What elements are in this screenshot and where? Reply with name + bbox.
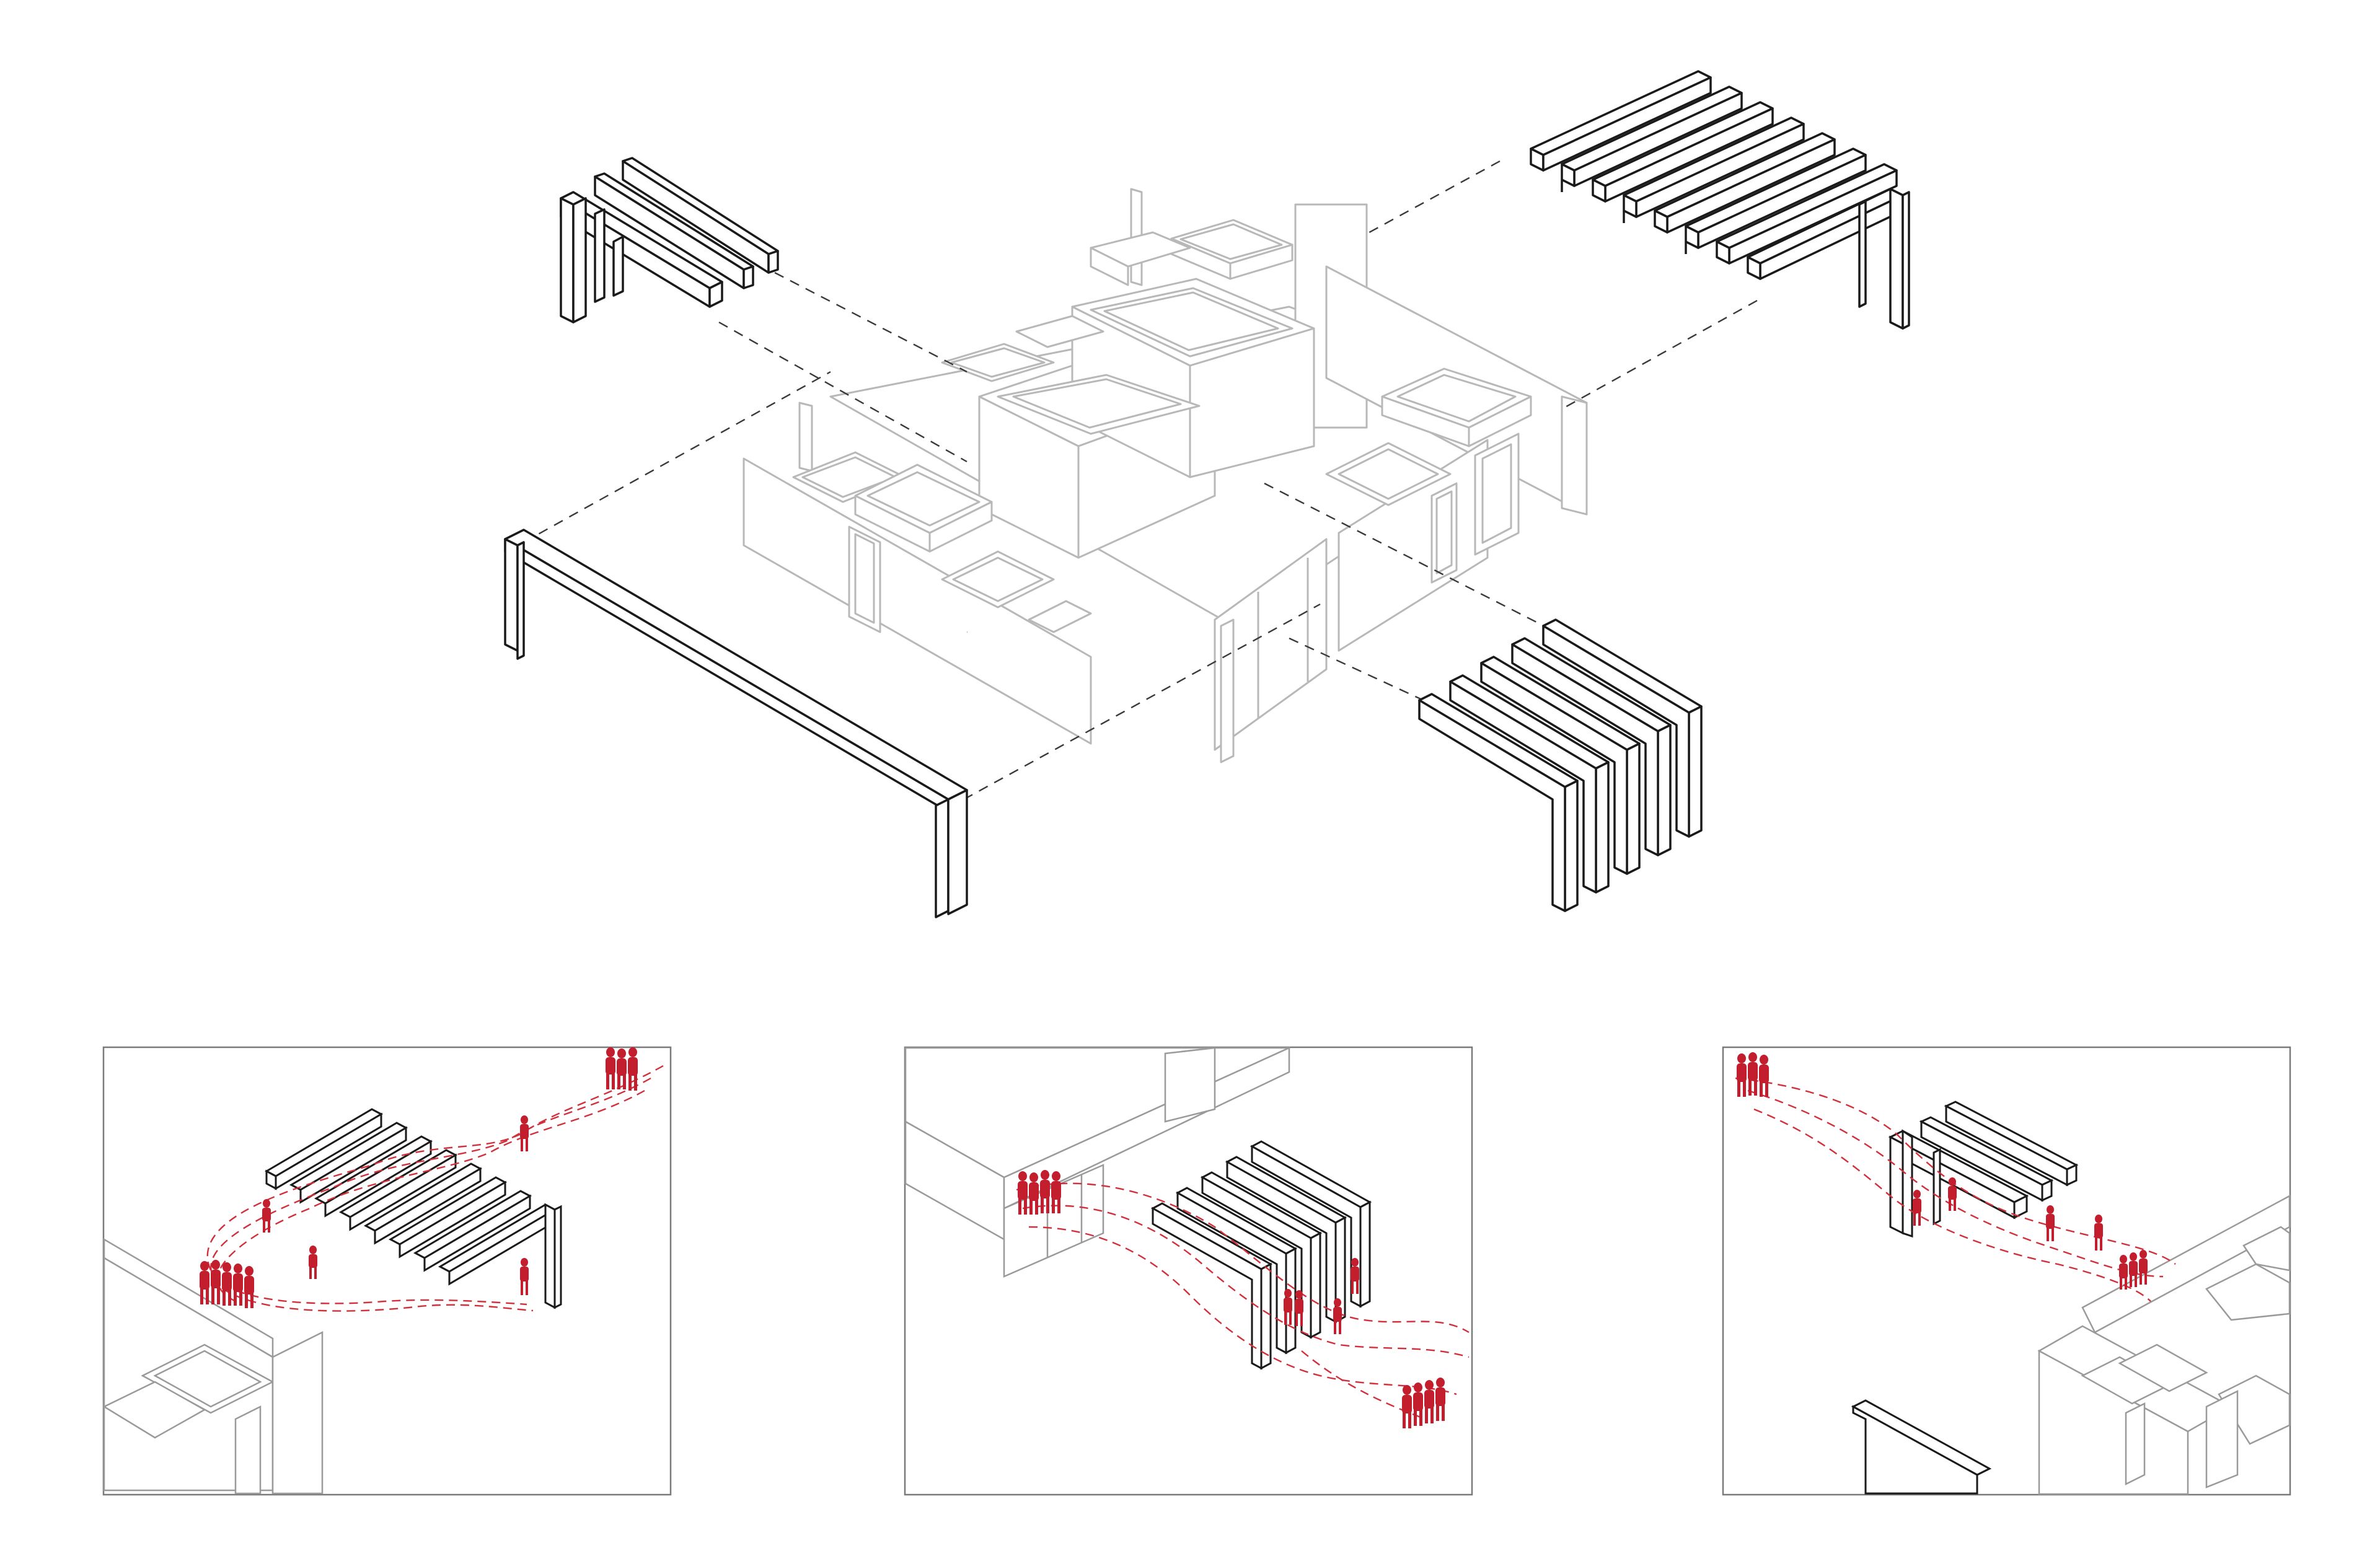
slat: [1623, 116, 1805, 218]
connector-line: [718, 321, 967, 463]
person: [520, 1258, 529, 1295]
panel-building: [904, 1047, 1290, 1278]
slat-underside: [1561, 180, 1687, 254]
skylight: [854, 464, 993, 553]
movement-path: [1022, 1205, 1470, 1358]
connector-line: [1264, 482, 1569, 640]
people-group: [2119, 1250, 2148, 1290]
skylight: [1015, 315, 1104, 348]
person: [1333, 1298, 1342, 1334]
canopy-beam: [594, 172, 754, 289]
person: [262, 1199, 271, 1233]
panel-bottom-frame: [1851, 1399, 1992, 1495]
skylight: [1090, 231, 1191, 286]
connector-line: [1363, 160, 1501, 237]
people-group: [1284, 1289, 1303, 1326]
canopy-l-frame: [1747, 188, 1910, 330]
movement-path: [1301, 1350, 1426, 1420]
panel-building: [102, 1237, 324, 1495]
canopy-beam: [622, 157, 779, 274]
person: [309, 1246, 317, 1279]
people-group: [606, 1047, 638, 1091]
slat: [1561, 86, 1743, 187]
main-axonometric: [504, 70, 1910, 918]
movement-paths: [206, 1065, 664, 1312]
slat: [1592, 101, 1774, 203]
movement-path: [1016, 1182, 1470, 1334]
people-group: [200, 1260, 254, 1308]
window-frame: [1474, 433, 1520, 556]
skylight: [941, 343, 1055, 382]
front-wall: [1214, 538, 1328, 751]
person: [1351, 1258, 1359, 1294]
people-group: [1402, 1378, 1445, 1428]
movement-path: [210, 1077, 651, 1312]
person: [520, 1115, 529, 1151]
connector-line: [774, 271, 967, 373]
slat: [1654, 132, 1836, 234]
central-building: [743, 188, 1588, 763]
side-wall: [798, 402, 813, 472]
connector-line: [1561, 299, 1758, 410]
movement-path: [216, 1089, 645, 1303]
skylight: [1090, 287, 1294, 358]
movement-path: [1747, 1089, 2164, 1278]
slat: [1716, 163, 1898, 265]
panel-portal-frames: [1150, 1140, 1372, 1370]
connector-line: [523, 371, 831, 543]
people-group: [1737, 1052, 1769, 1097]
fin-wall: [1561, 395, 1588, 516]
panel-canopy: [264, 1108, 562, 1309]
skylight: [1170, 219, 1294, 280]
panel-2: [904, 1046, 1473, 1496]
person: [2094, 1215, 2103, 1251]
portal-frames-southeast: [1418, 618, 1703, 912]
movement-paths: [1016, 1182, 1470, 1420]
person: [1948, 1177, 1957, 1211]
portal-frame: [1449, 674, 1610, 894]
panel-1: [102, 1046, 672, 1496]
movement-path: [1028, 1226, 1457, 1396]
skylight: [941, 550, 1055, 609]
people-group: [1018, 1170, 1061, 1215]
skylight: [1381, 367, 1532, 447]
canopy-l-frame: [594, 208, 624, 303]
person: [1913, 1190, 1921, 1226]
skylight: [997, 374, 1201, 435]
people-groups: [1018, 1170, 1445, 1428]
people-groups: [1737, 1052, 2148, 1290]
connector-line: [963, 603, 1321, 801]
skylight: [1325, 442, 1452, 506]
skylight: [1028, 600, 1092, 633]
panel-3: [1722, 1046, 2291, 1496]
beam-canopy-northwest: [560, 157, 779, 323]
window-frame: [1430, 482, 1458, 584]
upper-block-side: [1189, 327, 1315, 478]
end-wall: [1220, 618, 1235, 763]
portal-frame: [1542, 618, 1703, 838]
slat: [1685, 147, 1867, 249]
portal-frame: [1418, 693, 1579, 912]
portal-frame: [1511, 637, 1672, 856]
person: [2046, 1205, 2055, 1241]
panel-building: [2037, 1194, 2291, 1495]
portal-frame: [1480, 656, 1641, 875]
slatted-canopy-northeast: [1530, 70, 1910, 330]
people-groups: [200, 1047, 638, 1308]
panel-canopy: [1888, 1101, 2079, 1238]
window-frame: [848, 525, 881, 633]
long-portal-frame: [504, 529, 968, 918]
